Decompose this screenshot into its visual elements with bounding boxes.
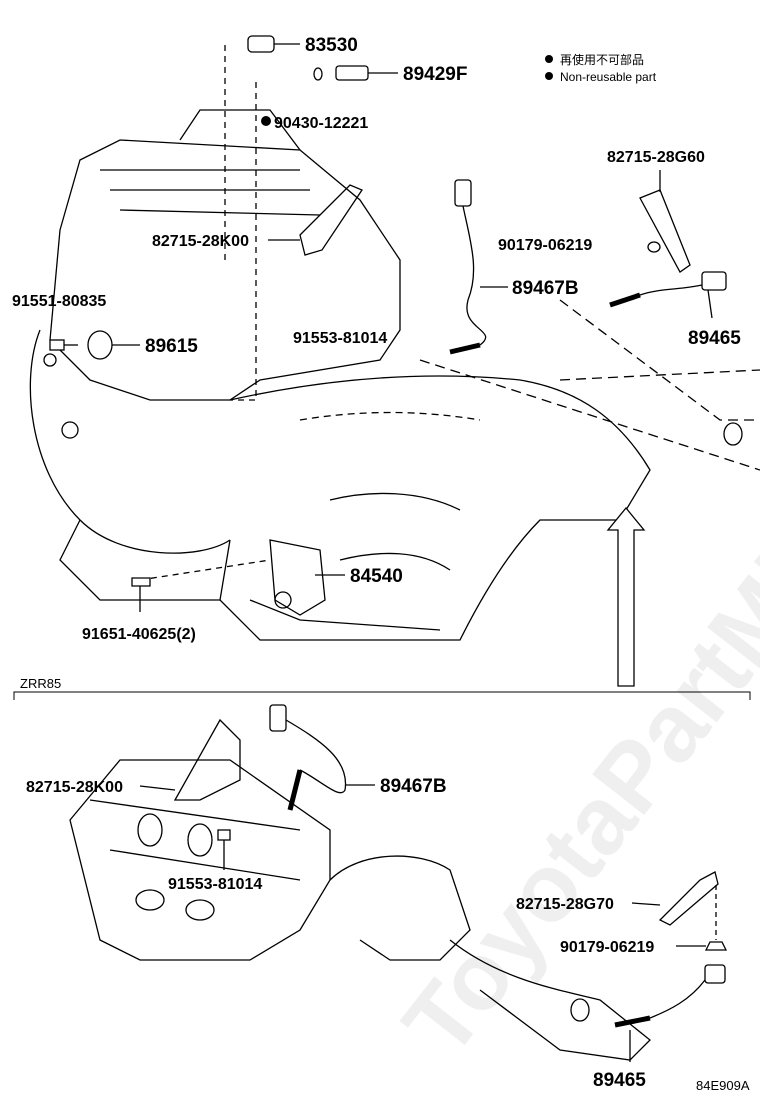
part-label-84540[interactable]: 84540: [350, 566, 403, 587]
part-label-90179-06219-bottom[interactable]: 90179-06219: [560, 939, 654, 956]
bracket-82715-28k00-drawing: [268, 184, 363, 256]
section-label: ZRR85: [20, 676, 61, 691]
legend-text-jp: 再使用不可部品: [560, 52, 644, 67]
sensor-89615-drawing: [49, 330, 140, 360]
oxygen-sensor-89465-bottom-drawing: [614, 964, 726, 1062]
part-label-82715-28k00-bottom[interactable]: 82715-28K00: [26, 779, 123, 796]
non-reusable-dot-icon: [261, 116, 271, 126]
oxygen-sensor-89465-drawing: [609, 271, 727, 319]
bracket-82715-28g60-drawing: [639, 170, 691, 273]
transmission-assembly-drawing: [29, 45, 760, 641]
legend: 再使用不可部品 Non-reusable part: [545, 52, 657, 84]
part-label-89465-top[interactable]: 89465: [688, 328, 741, 349]
part-label-89467b-top[interactable]: 89467B: [512, 278, 579, 299]
section-divider: [13, 691, 751, 700]
bolt-91553-bottom-drawing: [217, 829, 231, 870]
watermark: ToyotaPartMine.ru: [383, 351, 760, 1075]
part-label-91651-40625[interactable]: 91651-40625(2): [82, 626, 196, 643]
part-label-89429f[interactable]: 89429F: [403, 64, 467, 85]
diagram-code: 84E909A: [696, 1078, 750, 1093]
part-label-89467b-bottom[interactable]: 89467B: [380, 776, 447, 797]
exhaust-manifold-drawing: [69, 759, 651, 1061]
legend-bullet-icon: [545, 72, 553, 80]
legend-text-en: Non-reusable part: [560, 70, 657, 84]
part-label-91551-80835[interactable]: 91551-80835: [12, 293, 106, 310]
part-label-90179-06219-top[interactable]: 90179-06219: [498, 237, 592, 254]
bracket-82715-28k00-bottom-drawing: [139, 718, 241, 801]
legend-bullet-icon: [545, 55, 553, 63]
oxygen-sensor-89467b-bottom-drawing: [269, 704, 375, 811]
switch-84540-drawing: [131, 539, 345, 616]
part-label-91553-81014-top[interactable]: 91553-81014: [293, 330, 387, 347]
bracket-82715-28g70-drawing: [631, 871, 719, 940]
oxygen-sensor-89467b-drawing: [449, 179, 508, 355]
part-label-82715-28g70[interactable]: 82715-28G70: [516, 896, 614, 913]
part-label-91553-81014-bottom[interactable]: 91553-81014: [168, 876, 262, 893]
part-label-83530[interactable]: 83530: [305, 35, 358, 56]
part-label-90430-12221[interactable]: 90430-12221: [274, 115, 368, 132]
part-label-89465-bottom[interactable]: 89465: [593, 1070, 646, 1091]
sensor-83530-drawing: [247, 35, 300, 53]
switch-89429f-drawing: [313, 65, 398, 81]
nut-90179-bottom-drawing: [676, 941, 728, 951]
part-label-82715-28g60[interactable]: 82715-28G60: [607, 149, 705, 166]
part-label-82715-28k00-top[interactable]: 82715-28K00: [152, 233, 249, 250]
part-label-89615[interactable]: 89615: [145, 336, 198, 357]
reference-arrow: [606, 506, 646, 687]
